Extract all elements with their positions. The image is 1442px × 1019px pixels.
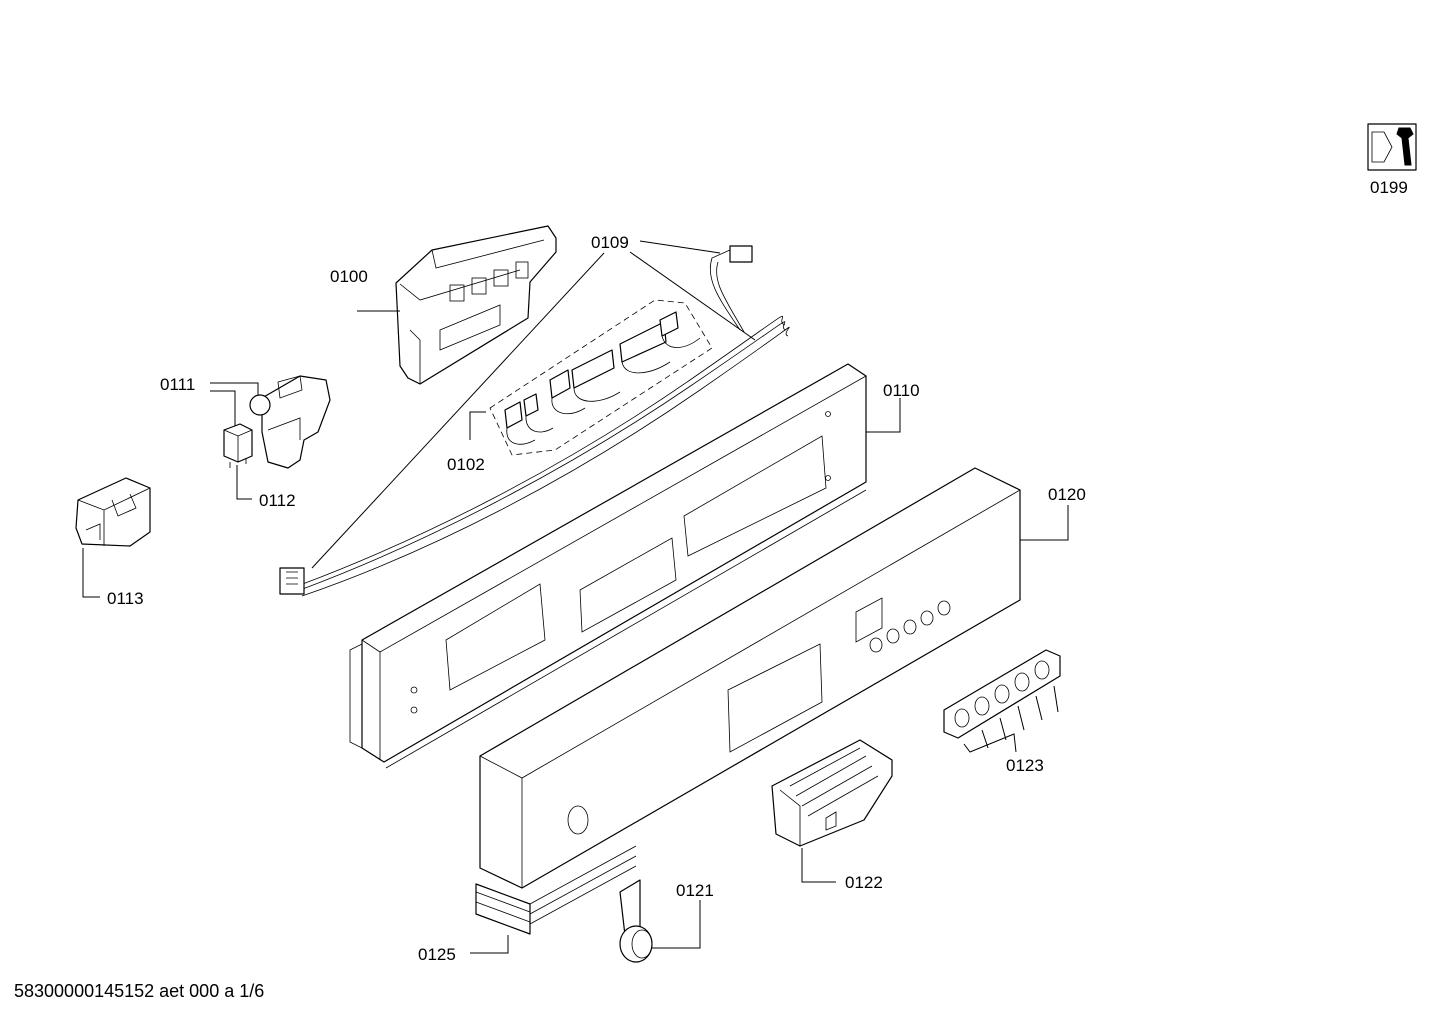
part-0100-electronic-module [395,225,557,385]
part-0112-suppressor [223,423,253,468]
part-label-0112: 0112 [259,491,296,510]
part-0120-facia-panel [479,467,1021,889]
part-label-0121: 0121 [676,881,714,900]
part-label-0100: 0100 [330,267,368,286]
part-0125-seal-strips [475,845,637,935]
part-label-0199: 0199 [1370,178,1408,197]
part-label-0110: 0110 [883,381,920,400]
document-id: 58300000145152 aet 000 a 1/6 [14,981,265,1001]
tool-wrench-icon [1367,123,1417,171]
part-0102-connector-set [489,299,713,456]
part-0123-button-strip [943,649,1061,739]
part-label-0120: 0120 [1048,485,1086,504]
part-label-0125: 0125 [418,945,456,964]
part-0113-switch [75,477,151,547]
part-label-0122: 0122 [845,873,883,892]
part-label-0109: 0109 [591,233,629,252]
part-0110-panel-frame [349,363,867,769]
part-0111-valve [249,375,331,469]
part-0109-wiring-harness [279,245,790,597]
part-label-0113: 0113 [107,589,144,608]
part-label-0111: 0111 [160,375,195,394]
part-0121-push-button [619,879,653,963]
part-label-0123: 0123 [1006,756,1044,775]
part-label-0102: 0102 [447,455,485,474]
part-0122-dispenser [771,739,893,847]
